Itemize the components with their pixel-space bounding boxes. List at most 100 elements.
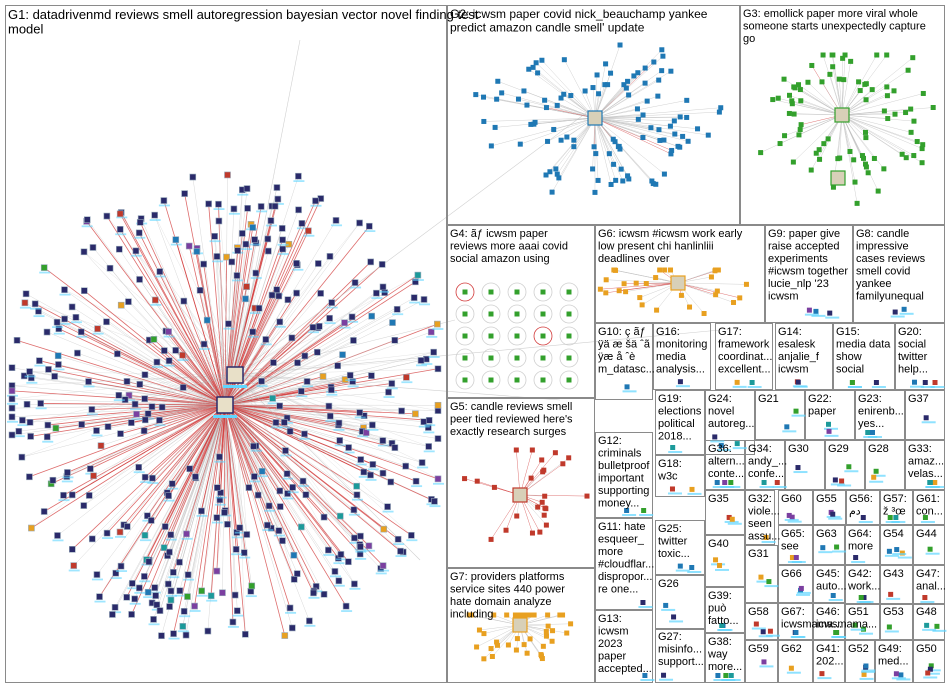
node-label [279, 426, 291, 429]
node-label [81, 225, 93, 228]
group-box-g15 [833, 323, 895, 390]
graph-node [224, 520, 231, 528]
graph-node [863, 135, 869, 141]
group-box-g2 [447, 5, 740, 225]
node-label [830, 483, 845, 486]
node-label [378, 569, 390, 572]
graph-node [590, 85, 596, 91]
graph-node [231, 591, 239, 599]
group-label-line: G18: [658, 458, 682, 470]
graph-node [345, 444, 352, 451]
graph-edge-loop [455, 326, 475, 346]
group-box-g5 [447, 398, 595, 568]
hub-node [512, 617, 528, 633]
graph-node [521, 642, 527, 648]
graph-node [873, 468, 879, 474]
graph-edge [224, 404, 252, 592]
graph-node [826, 428, 832, 434]
graph-edge [613, 269, 679, 284]
graph-node [462, 289, 468, 295]
graph-edge [216, 256, 236, 376]
graph-edge [218, 220, 226, 406]
group-label-line: G46: [816, 606, 840, 618]
graph-edge-loop [533, 282, 553, 302]
graph-node [540, 289, 546, 295]
graph-edge [841, 114, 923, 145]
graph-node [908, 129, 914, 135]
graph-node [854, 200, 860, 206]
node-label [13, 435, 25, 438]
graph-node [219, 589, 226, 597]
graph-node [543, 633, 549, 639]
graph-edge [594, 117, 675, 122]
graph-edge [495, 117, 596, 128]
group-label-line: low present chi hanlinliii [598, 241, 714, 253]
node-label [142, 519, 154, 522]
graph-node [158, 403, 166, 411]
graph-edge [72, 404, 226, 550]
graph-node [869, 87, 875, 93]
graph-node [533, 60, 539, 66]
node-label [310, 204, 322, 207]
node-label [765, 634, 780, 637]
node-label [293, 180, 305, 183]
graph-node [517, 141, 523, 147]
graph-node [529, 530, 535, 536]
graph-node [571, 144, 577, 150]
graph-node [26, 419, 34, 426]
node-label [826, 515, 841, 518]
graph-node [462, 311, 468, 317]
graph-node [81, 287, 88, 295]
graph-node [182, 631, 190, 639]
graph-edge [677, 282, 740, 299]
graph-node [495, 78, 501, 84]
node-label [851, 561, 866, 563]
node-label [245, 595, 257, 598]
graph-edge [224, 309, 398, 406]
graph-node [346, 371, 354, 379]
group-label-line: G32: [748, 493, 772, 505]
group-label-g43: G43 [883, 568, 904, 580]
graph-node [886, 624, 892, 630]
graph-edge [545, 117, 596, 176]
graph-node [516, 612, 522, 618]
node-label [323, 554, 335, 556]
graph-node [922, 515, 928, 520]
node-label [163, 499, 175, 502]
group-label-line: familyunequal [856, 291, 924, 303]
graph-node [488, 333, 494, 339]
graph-edge [841, 114, 923, 163]
graph-edge [168, 404, 226, 496]
graph-edge [83, 404, 226, 506]
graph-edge [66, 374, 236, 477]
graph-node [243, 283, 250, 290]
node-label [326, 306, 338, 309]
graph-node [892, 309, 898, 315]
graph-node [777, 141, 783, 147]
graph-node [286, 428, 294, 435]
group-label-line: G50 [916, 643, 937, 655]
graph-node [716, 109, 722, 115]
graph-edge [224, 404, 272, 529]
node-label [325, 420, 337, 422]
graph-node [156, 268, 164, 275]
node-label [304, 624, 316, 627]
graph-node [369, 461, 377, 468]
graph-node [335, 419, 343, 427]
graph-node [37, 400, 44, 407]
graph-node [481, 118, 487, 124]
graph-node [412, 410, 419, 418]
graph-node [566, 333, 572, 339]
node-label [196, 514, 208, 517]
graph-node [512, 612, 518, 618]
node-label [732, 447, 747, 450]
graph-node [276, 318, 284, 326]
graph-node [365, 542, 373, 550]
node-label [211, 521, 223, 524]
graph-edge [89, 404, 226, 496]
graph-node [566, 377, 572, 383]
graph-node [608, 181, 614, 187]
graph-node [379, 437, 387, 444]
group-box-g55 [813, 490, 846, 525]
